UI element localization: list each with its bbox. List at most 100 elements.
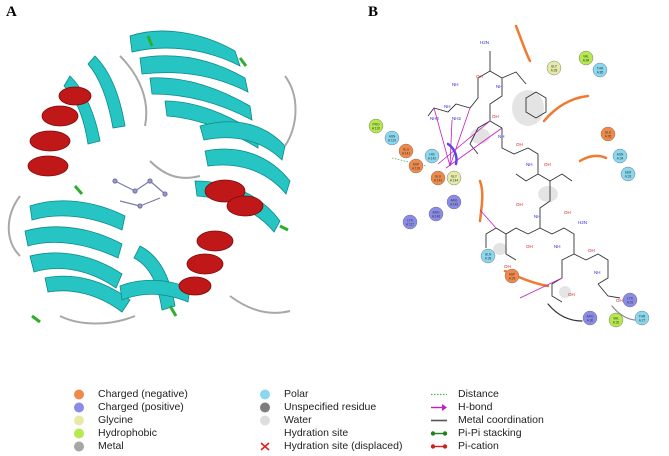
residue-circle [608,312,624,328]
residue-name: GLY [551,65,558,69]
legend-label: Hydrophobic [98,427,157,439]
residue-number: A:33 [625,175,632,179]
atom-nh-2: NH [444,104,451,109]
legend-label: Pi-Pi stacking [458,427,522,439]
residue-circle [480,248,496,264]
legend-label: Pi-cation [458,440,499,452]
residue-number: A:144 [450,179,459,183]
residue-number: A:139 [412,167,421,171]
residue-name: HIS [429,153,434,157]
atom-h2n-2: H2N [578,220,587,225]
residue-name: ARG [451,199,458,203]
residue-circle [546,60,562,76]
residue-circle [592,62,608,78]
atom-oh-5: OH [516,202,523,207]
residue-name: GLU [435,175,442,179]
ligand-bonds [427,51,621,303]
residue-circle [424,148,440,164]
atom-oh-2: OH [492,114,499,119]
legend-swatch-circle [260,415,270,426]
residue-circle [430,170,446,186]
legend-label: Polar [284,388,309,400]
atom-oh-8: OH [588,248,595,253]
legend-label: Metal [98,440,124,452]
residue-number: A:119 [388,139,396,143]
atom-nh2-left: NH2 [430,116,439,121]
legend-label: Charged (negative) [98,388,188,400]
residue-circle [368,118,384,134]
residue-number: A:120 [372,127,381,131]
legend-swatch-dotline [430,444,448,449]
legend: Charged (negative)Charged (positive)Glyc… [70,388,630,452]
residue-number: A:143 [434,179,443,183]
residue-name: ARG [587,315,594,319]
atom-oh-3: OH [516,142,523,147]
residue-circle [504,268,520,284]
residue-name: LYS [407,219,413,223]
residue-circle [398,143,414,159]
atom-labels: H2N OH NH OH NH NH2 NH2 NH OH NH OH OH N… [430,40,623,303]
legend-label: Water [284,414,312,426]
legend-swatch-dotted [431,393,447,396]
legend-swatch-none [256,427,274,440]
residue-number: A:146 [432,215,441,219]
residue-name: ASN [617,153,624,157]
atom-oh-9: OH [504,264,511,269]
hbond-lines [433,107,563,299]
residue-circle [408,158,424,174]
panel-a-label: A [6,4,17,20]
legend-label: Glycine [98,414,134,426]
residue-number: A:142 [428,157,437,161]
legend-swatch-arrow [431,404,447,411]
residue-number: A:34 [617,157,624,161]
atom-oh-6: OH [564,210,571,215]
residue-name: VAL [583,55,589,59]
legend-label: Unspecified residue [284,401,377,413]
residue-layer: PROA:120ASNA:119GLUA:141ASPA:139HISA:142… [368,50,650,328]
residue-circle [578,50,594,66]
residue-name: GLY [451,175,458,179]
residue-number: A:30 [587,319,594,323]
legend-label: Distance [458,388,499,400]
residue-circle [446,170,462,186]
residue-circle [634,310,650,326]
residue-name: THR [597,67,604,71]
alpha-helices [27,86,264,296]
residue-circle [612,148,628,164]
residue-name: SER [625,171,632,175]
atom-nh-7: NH [594,270,601,275]
residue-number: A:35 [605,135,612,139]
residue-name: ARG [433,211,440,215]
residue-number: A:29 [509,277,516,281]
beta-sheets [24,30,291,313]
residue-number: A:84 [583,59,590,63]
residue-number: A:141 [402,152,411,156]
atom-oh-1: OH [476,74,483,79]
residue-name: ASN [389,135,396,139]
legend-swatch-circle [74,389,84,400]
residue-circle [384,130,400,146]
legend-swatch-dotline [430,431,448,436]
legend-label: H-bond [458,401,493,413]
pocket-surface [446,24,641,322]
residue-name: GLU [403,148,410,152]
residue-name: ASP [413,163,419,167]
